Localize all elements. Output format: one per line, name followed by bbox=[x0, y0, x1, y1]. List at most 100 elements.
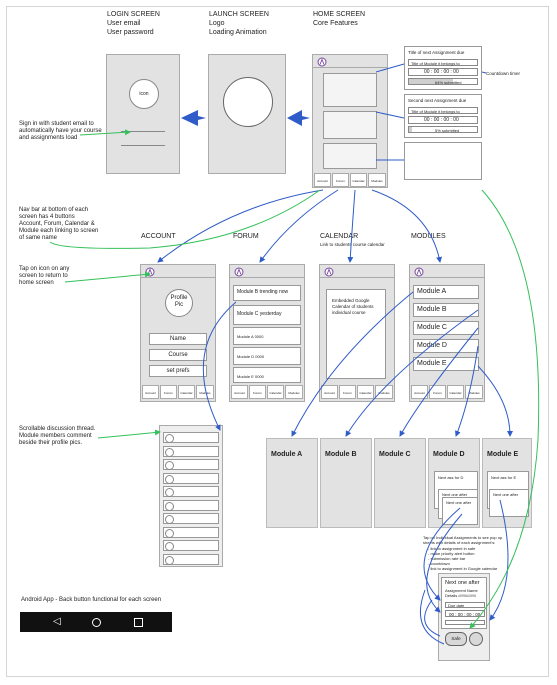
app-logo-icon[interactable] bbox=[324, 267, 334, 277]
thread-avatar bbox=[165, 501, 174, 511]
thread-row[interactable] bbox=[163, 445, 219, 457]
second-assignment-card[interactable]: Second next Assignment due Title of Modu… bbox=[404, 94, 482, 138]
popup-priority-button[interactable] bbox=[469, 632, 483, 646]
password-field[interactable] bbox=[121, 145, 165, 146]
forum-post-4[interactable]: Module D 0000 bbox=[233, 347, 301, 365]
module-column-e[interactable]: Module E Next ass for E Next one after bbox=[482, 438, 532, 528]
note-popup-2: sheets with details of each assignment's… bbox=[423, 540, 496, 545]
module-d-after2-label: Next one after bbox=[446, 500, 472, 505]
thread-row[interactable] bbox=[163, 513, 219, 524]
calendar-screen: Embedded Google Calendar of students ind… bbox=[319, 264, 395, 402]
home-nav-modules[interactable]: Modules bbox=[368, 173, 386, 187]
line-nav-note bbox=[49, 189, 321, 249]
forum-header-bar bbox=[230, 265, 304, 278]
popup-assignment-name: Assignment Name bbox=[445, 588, 478, 593]
line-card1 bbox=[375, 63, 405, 73]
home-nav-calendar[interactable]: Calendar bbox=[350, 173, 367, 187]
card2-module: Title of Module it belongs to bbox=[411, 109, 460, 114]
popup-title: Next one after bbox=[445, 580, 480, 586]
app-logo-icon[interactable] bbox=[234, 267, 244, 277]
modules-nav-account[interactable]: Account bbox=[411, 385, 428, 399]
thread-avatar bbox=[165, 555, 174, 565]
launch-header: LAUNCH SCREEN bbox=[209, 11, 269, 18]
set-prefs-button[interactable]: set prefs bbox=[149, 365, 207, 377]
arrow-module-d bbox=[455, 345, 479, 437]
card1-module: Title of Module it belongs to bbox=[411, 61, 460, 66]
forum-nav-forum[interactable]: Forum bbox=[249, 385, 266, 399]
card1-timer-box: 00 : 00 : 00 : 00 bbox=[408, 68, 478, 76]
thread-row[interactable] bbox=[163, 553, 219, 565]
popup-details: Details //////////////// bbox=[445, 593, 477, 598]
thread-row[interactable] bbox=[163, 459, 219, 470]
arrow-home-to-popup bbox=[469, 189, 540, 629]
thread-row[interactable] bbox=[163, 486, 219, 497]
forum-post-5[interactable]: Module E 0000 bbox=[233, 367, 301, 383]
forum-post-3[interactable]: Module A 0000 bbox=[233, 327, 301, 345]
arrow-home-to-calendar bbox=[347, 189, 356, 263]
profile-pic[interactable]: Profile Pic bbox=[165, 289, 193, 317]
note-signin-1: Sign in with student email to bbox=[19, 121, 94, 127]
thread-row[interactable] bbox=[163, 499, 219, 511]
forum-nav-modules[interactable]: Modules bbox=[285, 385, 303, 399]
app-logo-icon[interactable] bbox=[414, 267, 424, 277]
forum-post-4-label: Module D 0000 bbox=[237, 354, 265, 359]
module-column-b[interactable]: Module B bbox=[320, 438, 372, 528]
modules-list-item-b[interactable]: Module B bbox=[413, 303, 479, 317]
calendar-nav-calendar[interactable]: Calendar bbox=[357, 385, 374, 399]
course-field[interactable]: Course bbox=[149, 349, 207, 361]
account-nav-calendar[interactable]: Calendar bbox=[178, 385, 195, 399]
module-d-after-2[interactable]: Next one after bbox=[442, 497, 478, 525]
home-nav-account[interactable]: Account bbox=[314, 173, 331, 187]
note-popup-6: - countdown bbox=[428, 561, 450, 566]
app-logo-icon[interactable] bbox=[317, 57, 327, 67]
calendar-nav-modules[interactable]: Modules bbox=[375, 385, 393, 399]
account-nav-modules[interactable]: Modules bbox=[196, 385, 214, 399]
thread-row[interactable] bbox=[163, 540, 219, 551]
next-assignment-card[interactable]: Title of next Assignment due Title of Mo… bbox=[404, 46, 482, 90]
modules-header-bar bbox=[410, 265, 484, 278]
calendar-embed-line3: individual course bbox=[332, 310, 366, 315]
forum-post-1[interactable]: Module B trending now bbox=[233, 285, 301, 301]
email-field[interactable] bbox=[121, 131, 165, 132]
note-scroll-3: beside their profile pics. bbox=[19, 440, 83, 446]
forum-nav-account[interactable]: Account bbox=[231, 385, 248, 399]
popup-safe-button[interactable]: Safe bbox=[445, 632, 467, 646]
android-back-icon[interactable]: ◁ bbox=[53, 616, 61, 627]
note-popup-5: - submission rate bar bbox=[428, 556, 466, 561]
home-placeholder-card[interactable] bbox=[323, 143, 377, 169]
modules-list-item-e[interactable]: Module E bbox=[413, 357, 479, 371]
line-popup-b bbox=[419, 589, 445, 645]
home-assignment-card-2[interactable] bbox=[323, 111, 377, 139]
embedded-calendar[interactable]: Embedded Google Calendar of students ind… bbox=[326, 289, 386, 379]
android-home-icon[interactable] bbox=[92, 618, 101, 627]
module-column-a[interactable]: Module A bbox=[266, 438, 318, 528]
third-assignment-card[interactable] bbox=[404, 142, 482, 180]
home-header-bar bbox=[313, 55, 387, 68]
note-scroll-2: Module members comment bbox=[19, 433, 92, 439]
logo-loading-circle bbox=[223, 77, 273, 127]
forum-post-2[interactable]: Module C yesterday bbox=[233, 305, 301, 325]
name-field[interactable]: Name bbox=[149, 333, 207, 345]
discussion-thread[interactable] bbox=[159, 425, 223, 567]
module-e-after-1[interactable]: Next one after bbox=[489, 489, 529, 517]
modules-nav-forum[interactable]: Forum bbox=[429, 385, 446, 399]
modules-nav-calendar[interactable]: Calendar bbox=[447, 385, 464, 399]
calendar-nav-forum[interactable]: Forum bbox=[339, 385, 356, 399]
thread-row[interactable] bbox=[163, 472, 219, 484]
popup-card[interactable]: Next one after Assignment Name Details /… bbox=[441, 577, 487, 629]
modules-list-item-a[interactable]: Module A bbox=[413, 285, 479, 299]
forum-nav-calendar[interactable]: Calendar bbox=[267, 385, 284, 399]
calendar-nav-account[interactable]: Account bbox=[321, 385, 338, 399]
thread-row[interactable] bbox=[163, 432, 219, 443]
android-recents-icon[interactable] bbox=[134, 618, 143, 627]
modules-list-item-c[interactable]: Module C bbox=[413, 321, 479, 335]
modules-nav-modules[interactable]: Modules bbox=[465, 385, 483, 399]
thread-row[interactable] bbox=[163, 526, 219, 538]
app-logo-icon[interactable] bbox=[145, 267, 155, 277]
account-nav-account[interactable]: Account bbox=[142, 385, 159, 399]
module-column-c[interactable]: Module C bbox=[374, 438, 426, 528]
note-tap-1: Tap on icon on any bbox=[19, 266, 70, 272]
home-nav-forum[interactable]: Forum bbox=[332, 173, 349, 187]
home-assignment-card-1[interactable] bbox=[323, 73, 377, 107]
account-nav-forum[interactable]: Forum bbox=[160, 385, 177, 399]
